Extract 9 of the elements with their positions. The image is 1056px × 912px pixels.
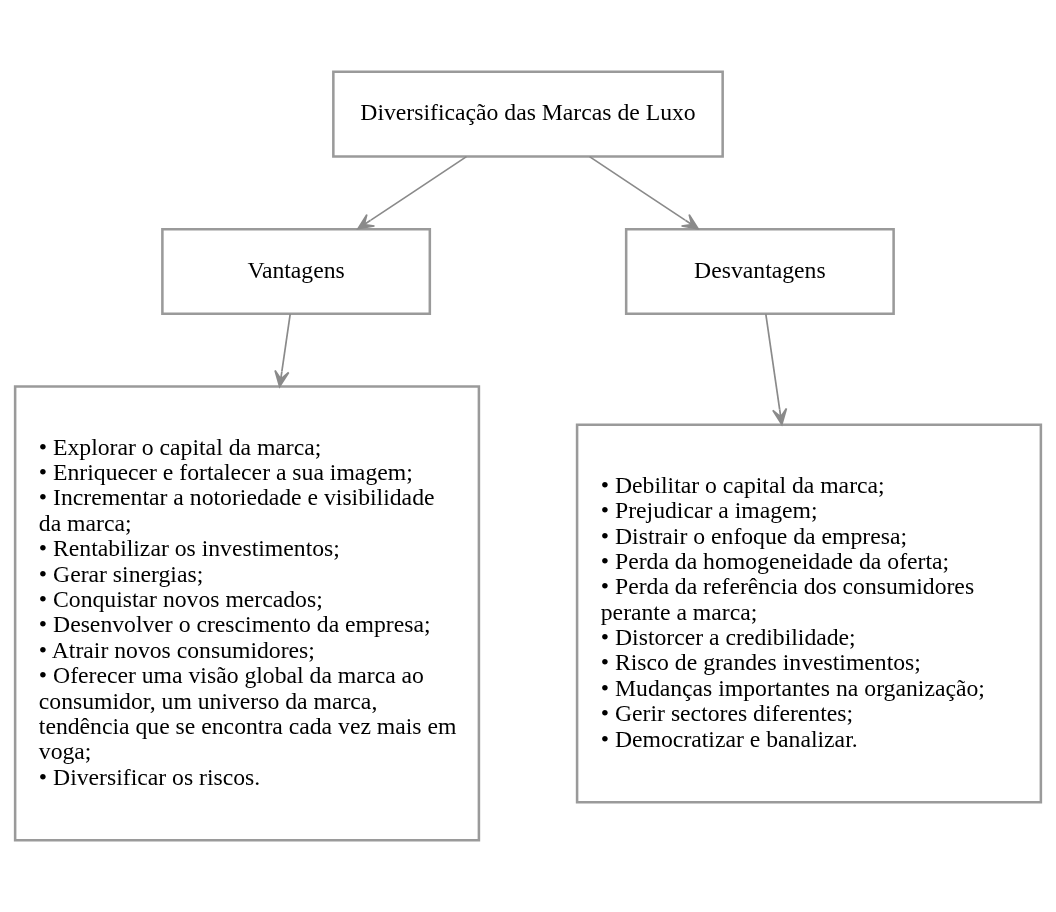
node-box: Vantagens xyxy=(161,227,432,316)
arrow xyxy=(764,313,788,426)
node-box: • Explorar o capital da marca; • Enriquecer e fortalecer a sua imagem; • Incrementar a notoriedade e visibilidade da marca; • Rentabilizar os investimentos; • Gerar sinergias; • Conquistar novos mercados; • Desenvolver o crescimento da empresa; • Atrair novos consumidores; • Oferecer uma visão global da marca ao consumidor, um universo da marca, tendência que se encontra cada vez mais em voga; • Diversificar os riscos. xyxy=(13,385,481,842)
arrow xyxy=(357,155,468,230)
node-box: Diversificação das Marcas de Luxo xyxy=(332,70,724,158)
arrow xyxy=(274,313,292,388)
node-box: • Debilitar o capital da marca; • Prejudicar a imagem; • Distrair o enfoque da empresa; • Perda da homogeneidade da oferta; • Perda da referência dos consumidores perante a marca; • Distorcer a credibilidade; • Risco de grandes investimentos; • Mudanças importantes na organização; • Gerir sectores diferentes; • Democratizar e banalizar. xyxy=(575,423,1043,804)
arrow xyxy=(588,155,699,230)
node-box: Desvantagens xyxy=(624,227,895,316)
